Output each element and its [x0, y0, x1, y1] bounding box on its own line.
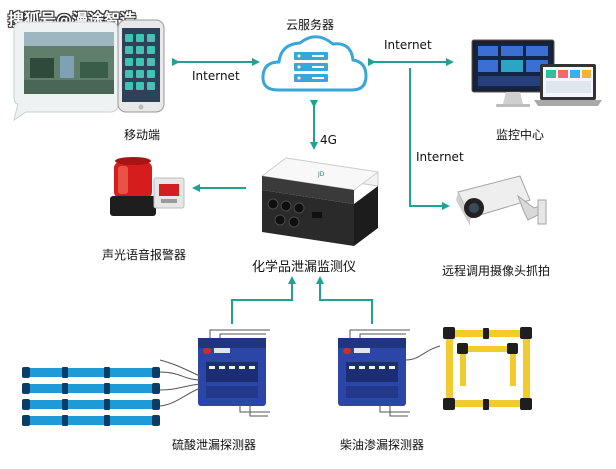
cloud-server-label: 云服务器: [286, 18, 335, 32]
analyzer-label: 化学品泄漏监测仪: [252, 260, 357, 275]
mobile-terminal-image: [13, 19, 165, 122]
camera-image: [456, 175, 547, 226]
alarm-device-image: [110, 157, 185, 216]
diesel-detector-tape-image: [443, 327, 532, 410]
acid-detector-cables-image: [22, 367, 160, 426]
diesel-detector-controller-image: [338, 329, 441, 417]
mobile-label: 移动端: [124, 128, 161, 142]
alarm-label: 声光语音报警器: [102, 248, 187, 262]
connection-arrows: [172, 58, 454, 324]
camera-label: 远程调用摄像头抓拍: [442, 264, 551, 278]
svg-text:JD: JD: [317, 171, 325, 178]
cloud-server-icon: [261, 35, 368, 92]
link-label-cloud-camera: Internet: [416, 150, 464, 164]
chemical-leak-monitor-image: JD: [260, 157, 380, 246]
monitor-center-label: 监控中心: [496, 128, 545, 142]
link-label-cloud-device: 4G: [320, 133, 337, 147]
diesel-detector-label: 柴油渗漏探测器: [340, 438, 425, 452]
link-label-cloud-monitor: Internet: [384, 38, 432, 52]
acid-detector-controller-image: [159, 329, 270, 417]
link-label-mobile-cloud: Internet: [192, 69, 240, 83]
acid-detector-label: 硫酸泄漏探测器: [172, 438, 257, 452]
monitoring-center-image: [471, 39, 602, 107]
